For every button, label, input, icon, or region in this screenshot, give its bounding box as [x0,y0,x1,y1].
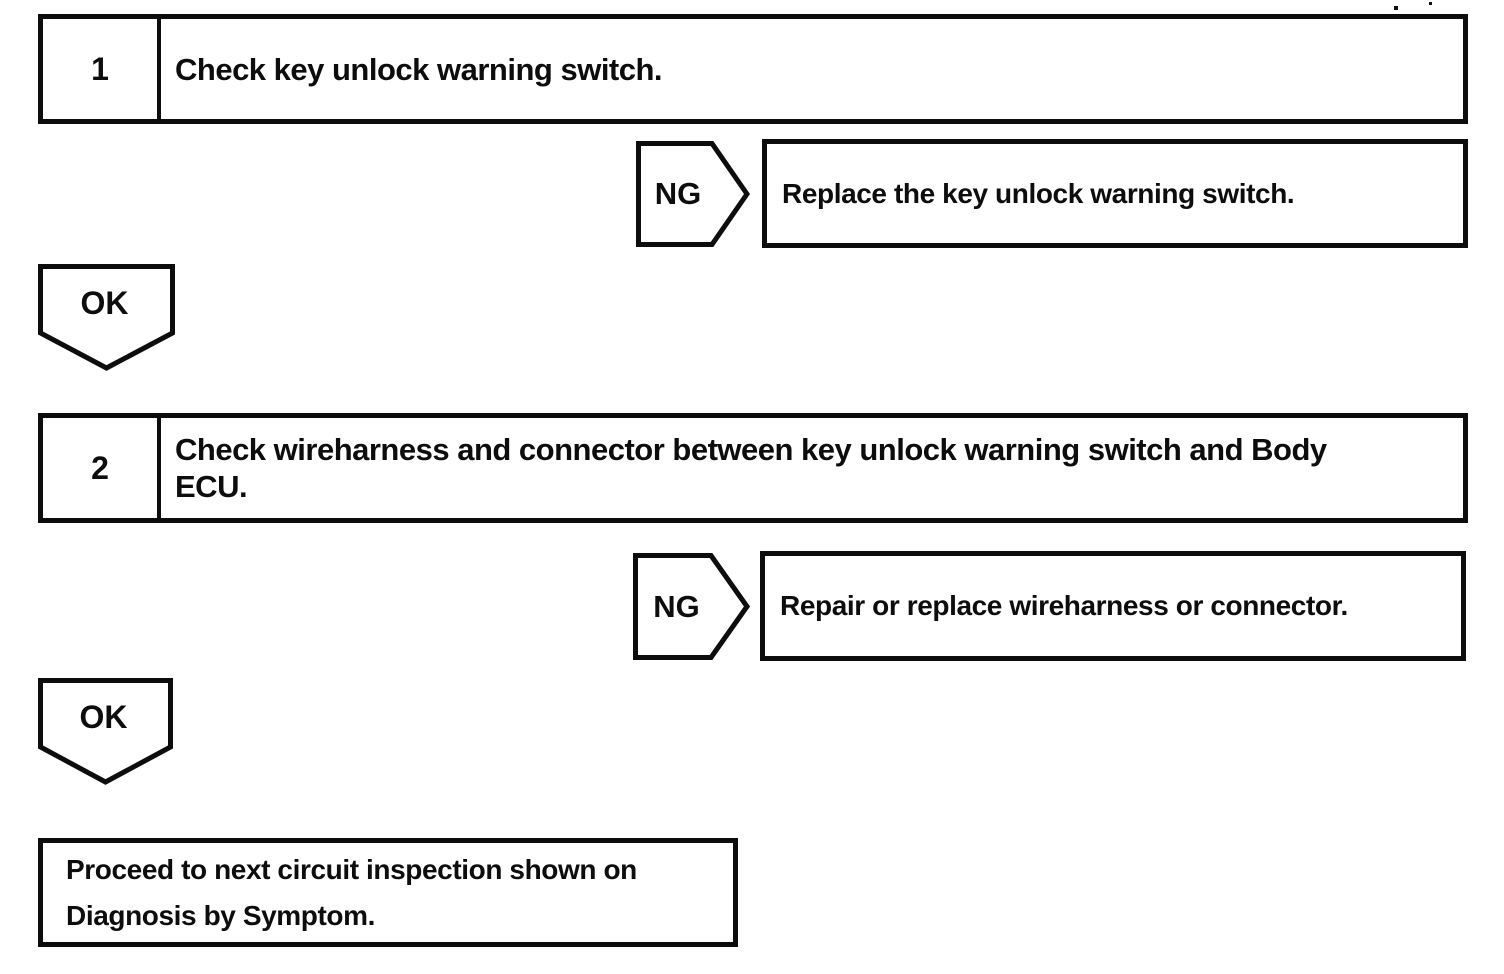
ng-label-1: NG [654,176,702,211]
step-1-text: Check key unlock warning switch. [161,19,1463,119]
final-text-line: Diagnosis by Symptom. [66,899,375,931]
final-box: Proceed to next circuit inspection shown… [38,838,738,947]
ng-arrow-1: NG [636,141,750,247]
scan-speck [1429,2,1432,5]
step-2-text-line: Check wireharness and connector between … [175,432,1327,467]
ok-label-2: OK [79,699,128,735]
pentagon-outline [636,141,750,247]
result-box-1: Replace the key unlock warning switch. [762,139,1468,248]
ng-label-2: NG [653,588,700,624]
ok-arrow-1: OK [38,264,175,371]
result-text-1: Replace the key unlock warning switch. [782,177,1295,209]
step-2-text: Check wireharness and connector between … [161,418,1463,518]
ok-arrow-2: OK [38,678,173,785]
final-text-line: Proceed to next circuit inspection shown… [66,853,637,885]
step-2-number: 2 [43,418,161,518]
pentagon-outline [633,553,750,660]
pentagon-outline [38,678,173,785]
ok-arrow-2-shape [38,678,173,785]
ok-label-1: OK [80,285,129,321]
ng-arrow-2: NG [633,553,750,660]
step-box-1: 1 Check key unlock warning switch. [38,14,1468,124]
result-box-2: Repair or replace wireharness or connect… [760,551,1466,661]
step-2-text-line: ECU. [175,469,248,504]
ng-arrow-2-shape [633,553,750,660]
scan-speck [1394,6,1398,10]
step-1-number: 1 [43,19,161,119]
ng-arrow-1-shape [636,141,750,247]
result-text-2: Repair or replace wireharness or connect… [780,590,1348,621]
ok-arrow-1-shape [38,264,175,371]
pentagon-outline [38,264,175,371]
step-1-text-line: Check key unlock warning switch. [175,51,663,87]
step-box-2: 2 Check wireharness and connector betwee… [38,413,1468,523]
